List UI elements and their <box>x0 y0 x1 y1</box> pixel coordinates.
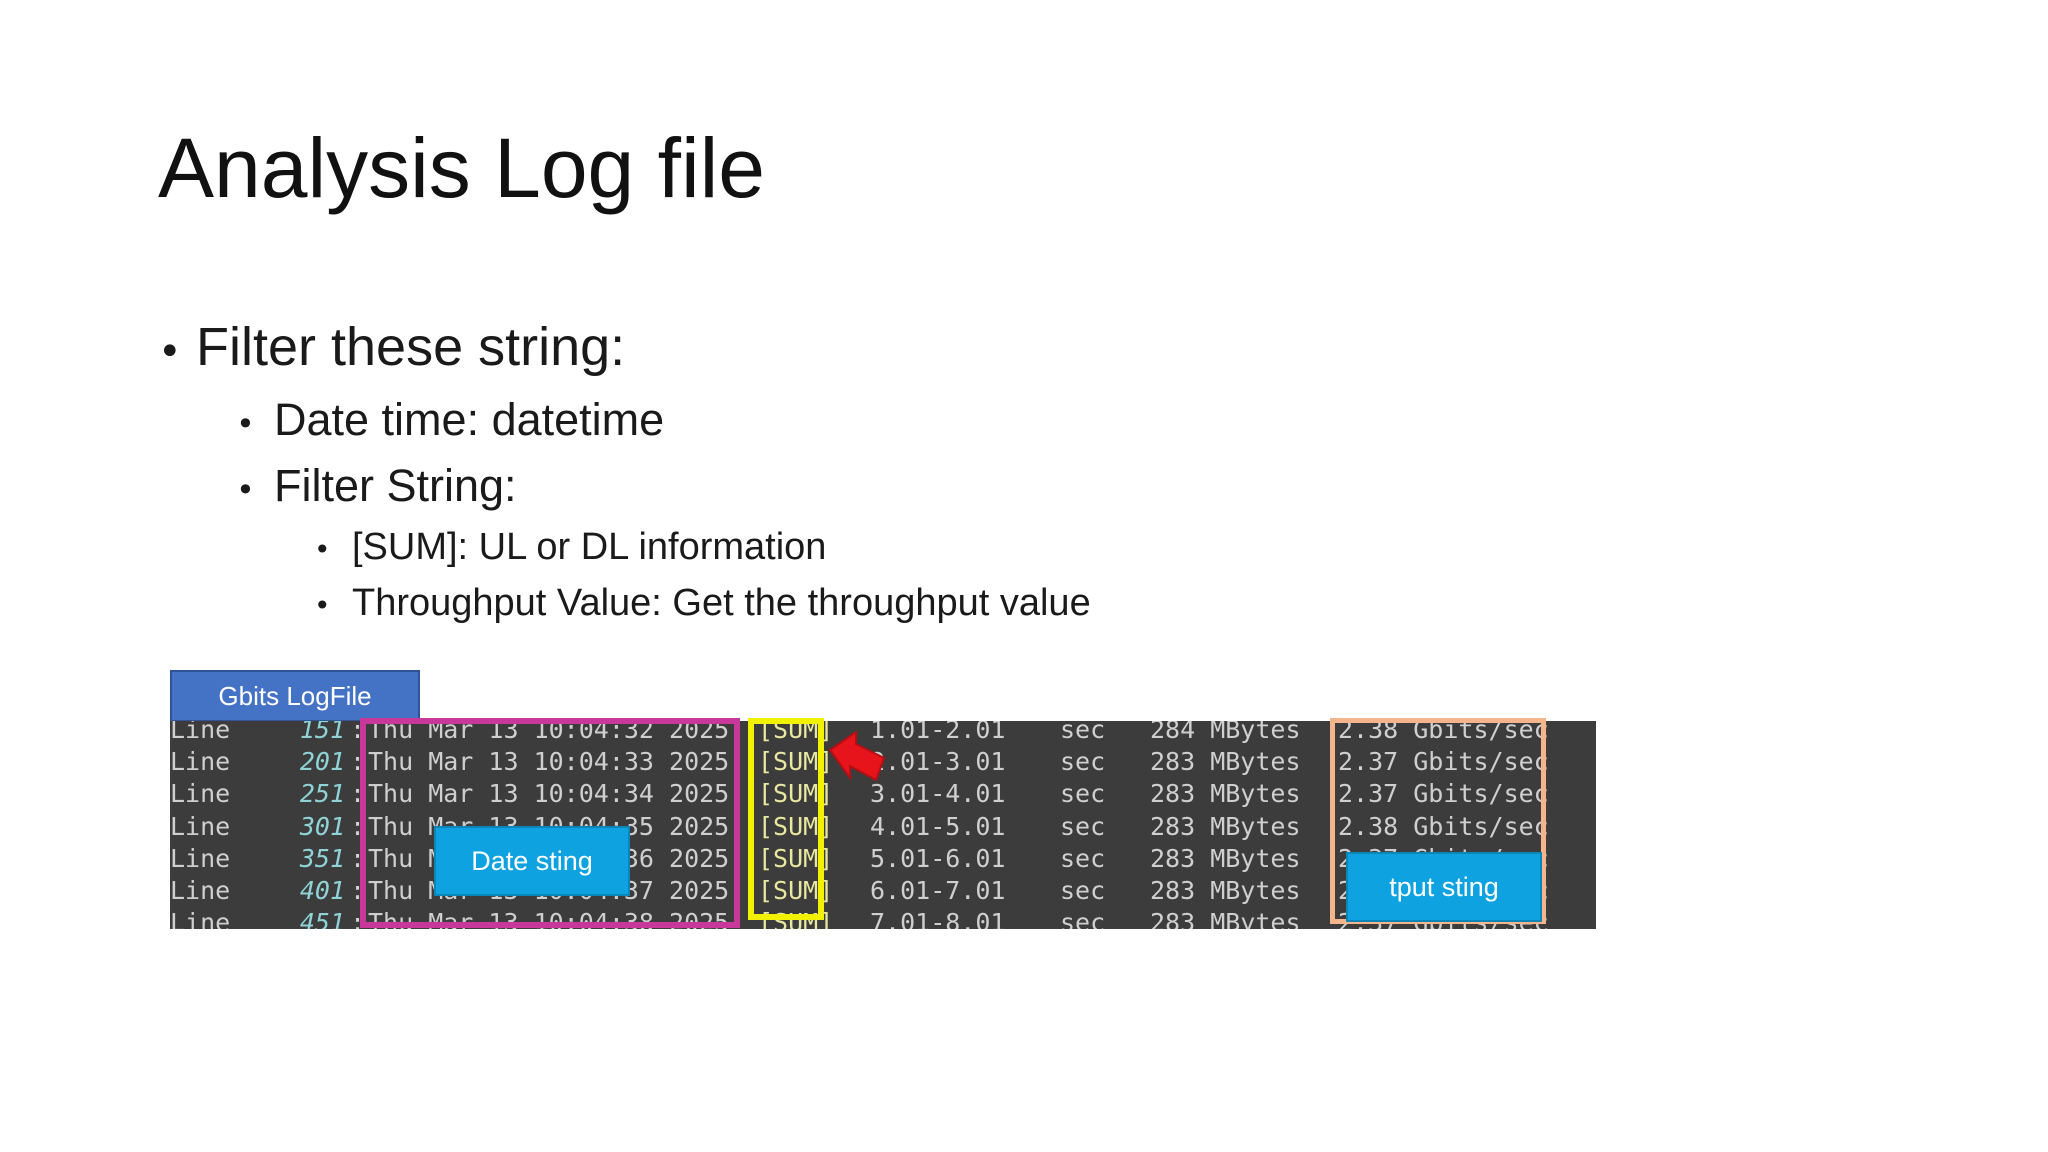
log-line-label: Line <box>170 811 231 841</box>
log-interval-unit: sec <box>1060 876 1106 905</box>
log-interval-unit: sec <box>1060 908 1106 929</box>
log-transfer: 283 MBytes <box>1150 843 1301 873</box>
log-line-label: Line <box>170 747 231 777</box>
log-throughput: 2.37 Gbits/sec <box>1338 779 1549 809</box>
throughput-string-callout: tput sting <box>1346 852 1542 922</box>
log-interval-unit: sec <box>1060 747 1106 777</box>
log-transfer: 283 MBytes <box>1150 876 1301 905</box>
log-transfer: 283 MBytes <box>1150 747 1301 777</box>
log-line-number: 301 <box>299 811 345 841</box>
log-interval: 5.01-6.01 <box>870 843 1006 873</box>
log-interval: 4.01-5.01 <box>870 811 1006 841</box>
bullet-dot: • <box>314 589 331 622</box>
bullet-text: Date time: datetime <box>274 394 665 445</box>
sum-highlight-box <box>748 718 824 920</box>
log-line-label: Line <box>170 876 231 905</box>
bullet-dot: • <box>158 329 182 375</box>
bullet-text: [SUM]: UL or DL information <box>352 526 827 568</box>
log-line-number: 201 <box>299 747 345 777</box>
date-string-callout: Date sting <box>434 826 630 896</box>
log-throughput: 2.38 Gbits/sec <box>1338 721 1549 744</box>
red-arrow-icon <box>828 730 886 782</box>
log-line-number: 401 <box>299 876 345 905</box>
log-interval: 3.01-4.01 <box>870 779 1006 809</box>
bullet-text: Throughput Value: Get the throughput val… <box>352 582 1091 624</box>
log-transfer: 283 MBytes <box>1150 779 1301 809</box>
gbits-logfile-tab: Gbits LogFile <box>170 670 420 722</box>
log-interval-unit: sec <box>1060 779 1106 809</box>
log-interval-unit: sec <box>1060 721 1106 744</box>
bullet-throughput-value: • Throughput Value: Get the throughput v… <box>314 582 1091 625</box>
log-interval: 2.01-3.01 <box>870 747 1006 777</box>
log-interval-unit: sec <box>1060 843 1106 873</box>
log-transfer: 283 MBytes <box>1150 811 1301 841</box>
log-date: Thu Mar 13 10:04:32 2025 <box>368 721 730 744</box>
bullet-dot: • <box>236 405 255 443</box>
bullet-dot: • <box>236 471 255 509</box>
log-line-number: 351 <box>299 843 345 873</box>
log-date: Thu Mar 13 10:04:33 2025 <box>368 747 730 777</box>
bullet-sum-info: • [SUM]: UL or DL information <box>314 526 826 569</box>
bullet-filter-string: • Filter String: <box>236 460 517 512</box>
log-transfer: 283 MBytes <box>1150 908 1301 929</box>
date-highlight-box <box>360 718 740 928</box>
log-line-number: 251 <box>299 779 345 809</box>
log-throughput: 2.37 Gbits/sec <box>1338 747 1549 777</box>
log-line-label: Line <box>170 908 231 929</box>
log-interval: 1.01-2.01 <box>870 721 1006 744</box>
bullet-filter-strings: • Filter these string: <box>158 316 625 378</box>
log-line-label: Line <box>170 779 231 809</box>
bullet-text: Filter String: <box>274 460 517 511</box>
log-line-number: 151 <box>299 721 345 744</box>
bullet-text: Filter these string: <box>196 317 626 377</box>
log-line-number: 451 <box>299 908 345 929</box>
log-transfer: 284 MBytes <box>1150 721 1301 744</box>
log-sum-tag: [SUM] <box>758 721 834 744</box>
log-line-label: Line <box>170 721 231 744</box>
log-interval: 6.01-7.01 <box>870 876 1006 905</box>
bullet-date-time: • Date time: datetime <box>236 394 664 446</box>
log-throughput: 2.38 Gbits/sec <box>1338 811 1549 841</box>
log-interval-unit: sec <box>1060 811 1106 841</box>
log-line-label: Line <box>170 843 231 873</box>
slide-title: Analysis Log file <box>158 121 765 215</box>
log-date: Thu Mar 13 10:04:34 2025 <box>368 779 730 809</box>
bullet-dot: • <box>314 533 331 566</box>
log-interval: 7.01-8.01 <box>870 908 1006 929</box>
